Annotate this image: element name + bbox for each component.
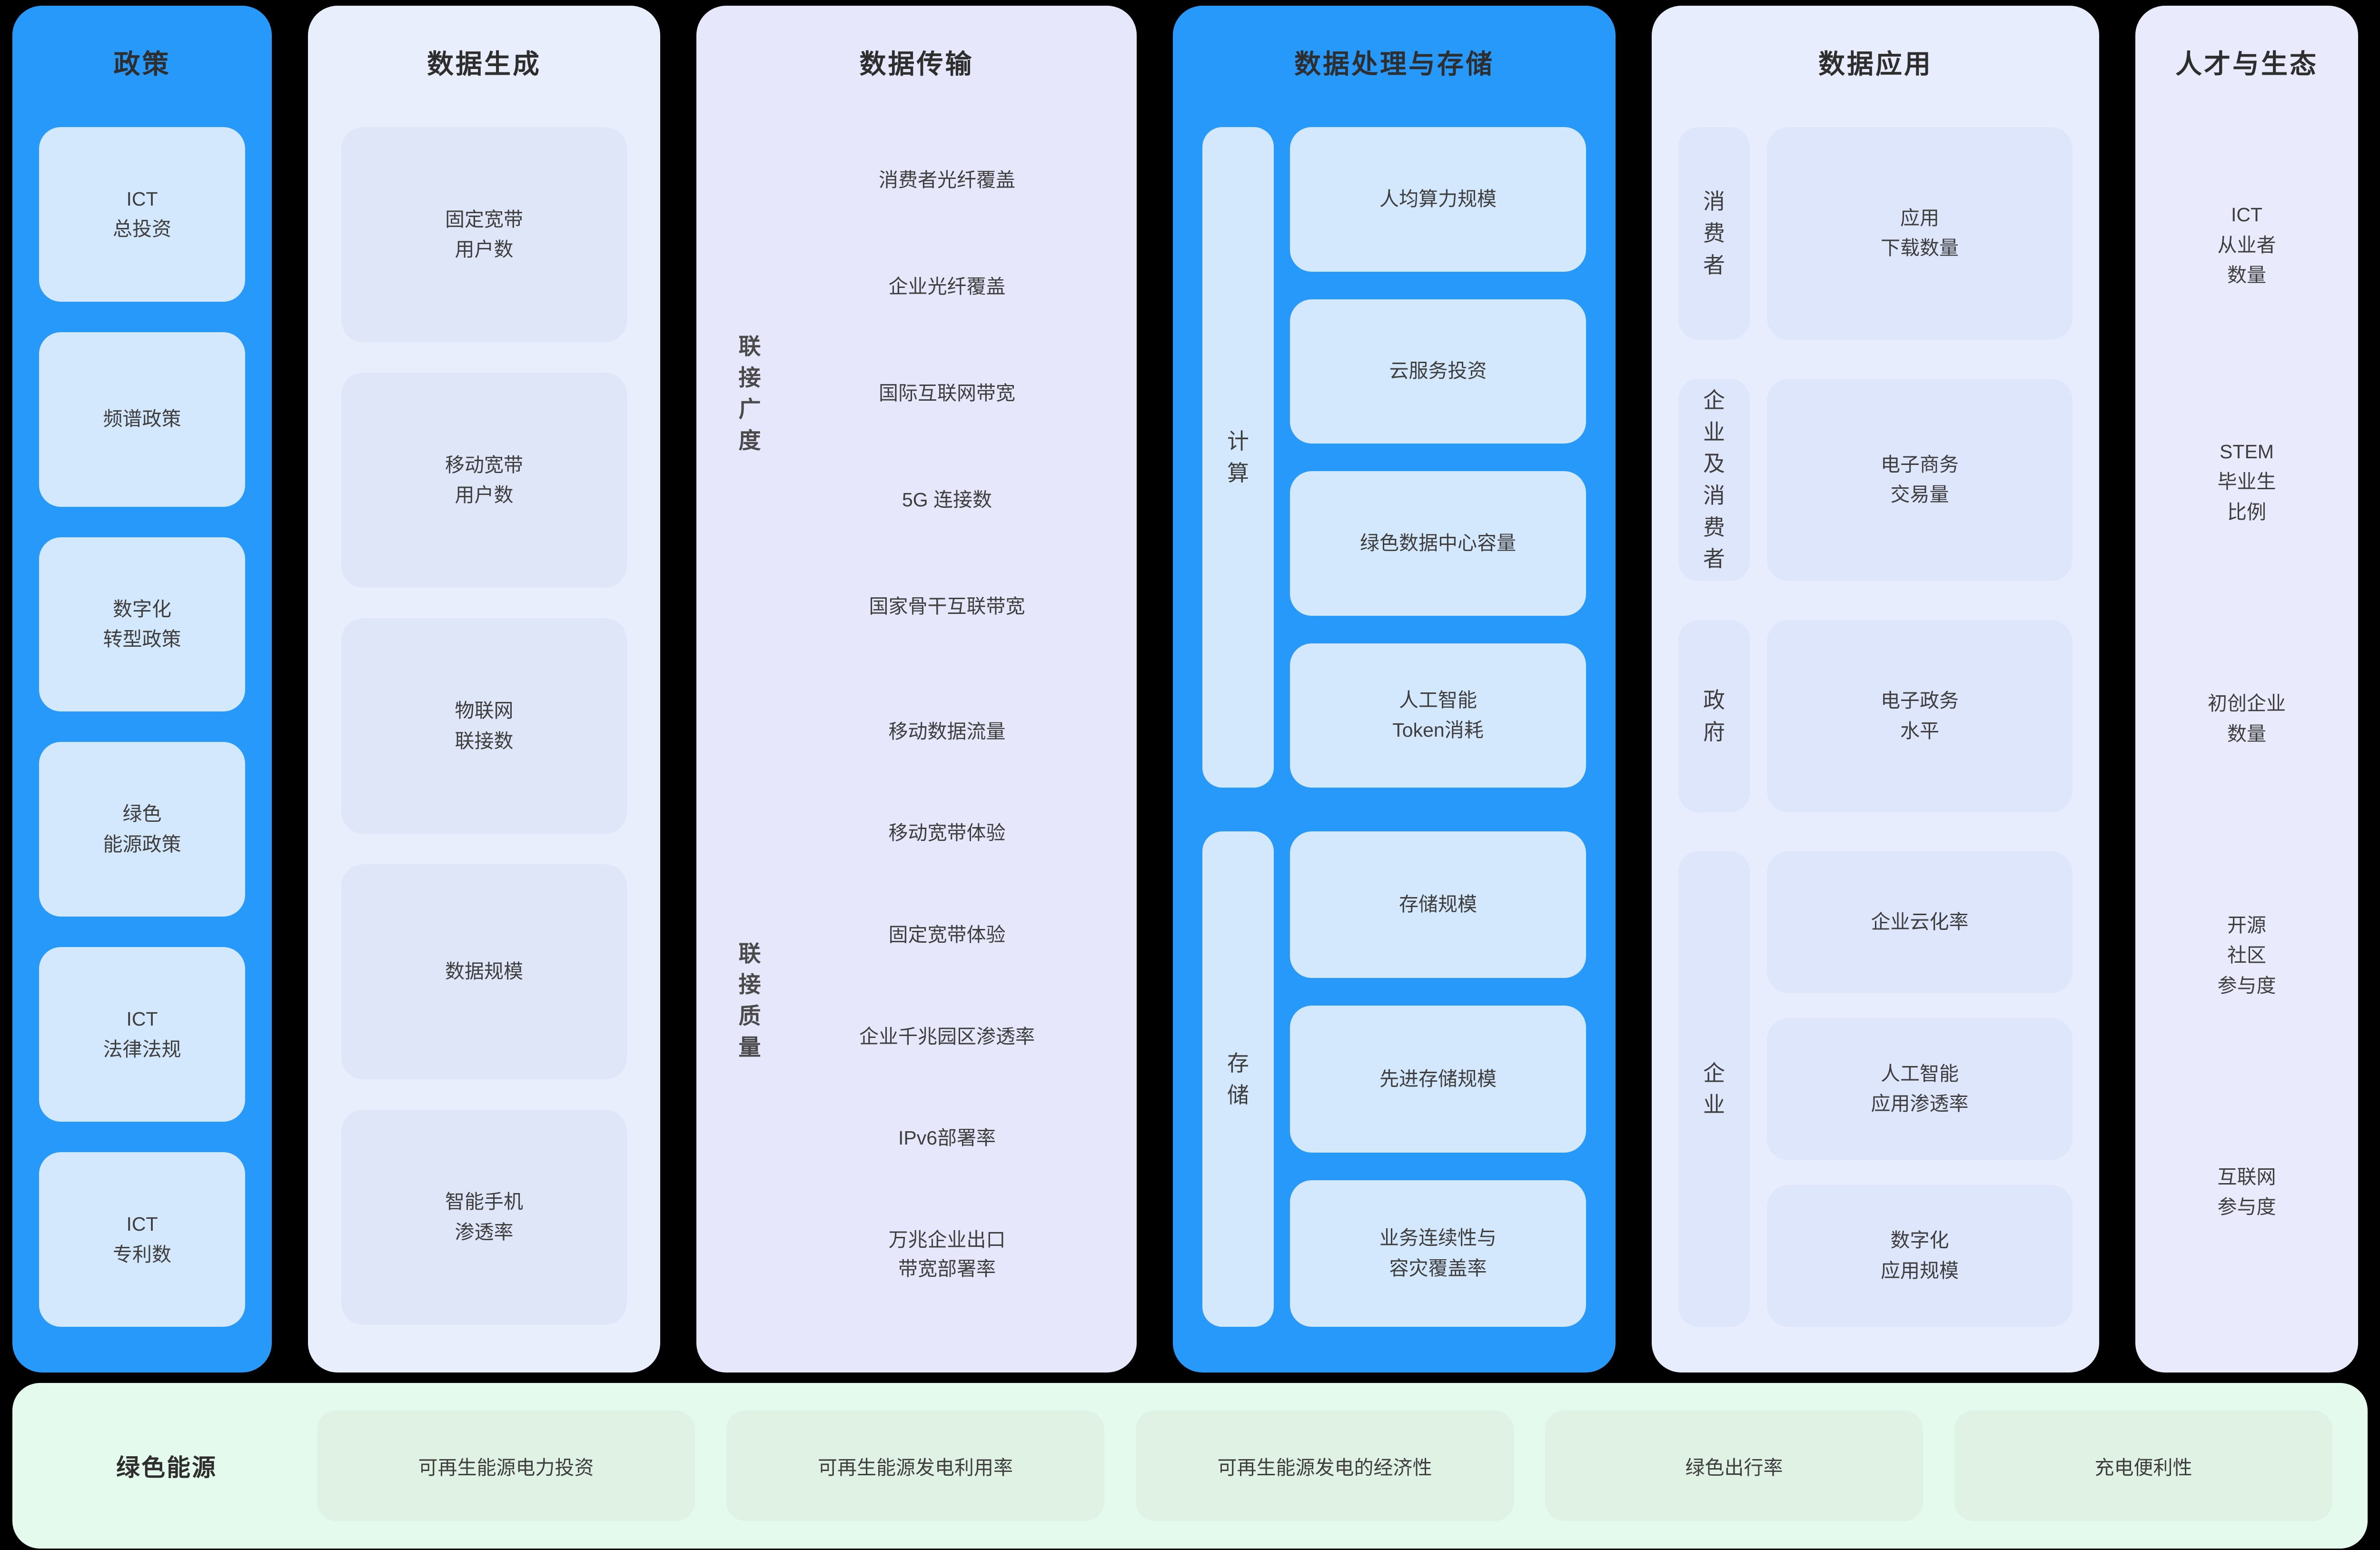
indicator-item: 国家骨干互联带宽 [869,595,1025,617]
indicator-card: 绿色数据中心容量 [1290,471,1586,616]
indicator-card: 应用 下载数量 [1767,127,2073,340]
indicator-card: 电子政务 水平 [1767,620,2073,812]
row-label-enterprise: 企 业 [1678,851,1750,1327]
indicator-item: ICT 从业者 数量 [2217,204,2276,286]
row-label-consumer: 消 费 者 [1678,127,1750,340]
row-government: 政 府 电子政务 水平 [1678,620,2073,812]
indicator-card: 移动宽带 用户数 [341,373,627,588]
government-cards: 电子政务 水平 [1767,620,2073,812]
green-energy-label: 绿色能源 [116,1454,217,1481]
column-data-processing-storage-title: 数据处理与存储 [1294,49,1494,79]
group-connection-breadth: 联 接 广 度 消费者光纤覆盖 企业光纤覆盖 国际互联网带宽 5G 连接数 国家… [719,127,1114,660]
indicator-card: ICT 专利数 [39,1152,245,1327]
indicator-item: 消费者光纤覆盖 [879,169,1015,191]
indicator-card: 业务连续性与 容灾覆盖率 [1290,1180,1586,1327]
connection-breadth-items: 消费者光纤覆盖 企业光纤覆盖 国际互联网带宽 5G 连接数 国家骨干互联带宽 [780,127,1114,660]
column-data-generation: 数据生成 固定宽带 用户数 移动宽带 用户数 物联网 联接数 数据规模 智能手机… [308,6,660,1372]
indicator-card: 物联网 联接数 [341,618,627,834]
indicator-card: 企业云化率 [1767,851,2073,994]
group-label-compute: 计 算 [1202,127,1274,788]
indicator-card: 绿色 能源政策 [39,742,245,917]
green-energy-bar: 绿色能源 可再生能源电力投资 可再生能源发电利用率 可再生能源发电的经济性 绿色… [12,1383,2368,1549]
column-data-transmission-title: 数据传输 [859,49,974,79]
row-enterprise-and-consumer: 企 业 及 消 费 者 电子商务 交易量 [1678,378,2073,581]
group-label-storage: 存 储 [1202,831,1274,1327]
row-label-enterprise-and-consumer: 企 业 及 消 费 者 [1678,378,1750,581]
indicator-card: 人均算力规模 [1290,127,1586,272]
row-consumer: 消 费 者 应用 下载数量 [1678,127,2073,340]
group-compute: 计 算 人均算力规模 云服务投资 绿色数据中心容量 人工智能 Token消耗 [1202,127,1586,788]
indicator-card: 电子商务 交易量 [1767,378,2073,581]
indicator-item: 企业光纤覆盖 [888,276,1006,298]
group-connection-quality: 联 接 质 量 移动数据流量 移动宽带体验 固定宽带体验 企业千兆园区渗透率 I… [719,681,1114,1320]
group-storage: 存 储 存储规模 先进存储规模 业务连续性与 容灾覆盖率 [1202,831,1586,1327]
talent-items: ICT 从业者 数量 STEM 毕业生 比例 初创企业 数量 开源 社区 参与度… [2148,127,2346,1311]
indicator-card: ICT 总投资 [39,127,245,302]
connection-quality-items: 移动数据流量 移动宽带体验 固定宽带体验 企业千兆园区渗透率 IPv6部署率 万… [780,681,1114,1320]
column-policy-title: 政策 [113,49,171,79]
column-policy: 政策 ICT 总投资 频谱政策 数字化 转型政策 绿色 能源政策 ICT 法律法… [12,6,272,1372]
indicator-card: 固定宽带 用户数 [341,127,627,343]
indicator-card: 绿色出行率 [1545,1411,1923,1521]
column-data-generation-title: 数据生成 [427,49,541,79]
processing-groups: 计 算 人均算力规模 云服务投资 绿色数据中心容量 人工智能 Token消耗 存… [1202,127,1586,1327]
consumer-cards: 应用 下载数量 [1767,127,2073,340]
indicator-item: IPv6部署率 [898,1127,996,1149]
indicator-card: 频谱政策 [39,332,245,507]
indicator-card: ICT 法律法规 [39,947,245,1122]
indicator-item: 固定宽带体验 [888,923,1006,946]
group-label-connection-breadth: 联 接 广 度 [738,334,761,453]
generation-cards: 固定宽带 用户数 移动宽带 用户数 物联网 联接数 数据规模 智能手机 渗透率 [341,127,627,1325]
indicator-item: 5G 连接数 [902,488,992,511]
indicator-card: 人工智能 应用渗透率 [1767,1018,2073,1160]
indicator-item: 万兆企业出口 带宽部署率 [888,1228,1006,1280]
indicator-card: 数字化 转型政策 [39,537,245,712]
indicator-item: 移动数据流量 [888,720,1006,742]
column-data-application: 数据应用 消 费 者 应用 下载数量 企 业 及 消 费 者 电子商务 交易量 … [1652,6,2099,1372]
transmission-groups: 联 接 广 度 消费者光纤覆盖 企业光纤覆盖 国际互联网带宽 5G 连接数 国家… [719,127,1114,1320]
indicator-item: 企业千兆园区渗透率 [859,1025,1035,1047]
enterprise-consumer-cards: 电子商务 交易量 [1767,378,2073,581]
indicator-card: 数据规模 [341,864,627,1079]
row-enterprise: 企 业 企业云化率 人工智能 应用渗透率 数字化 应用规模 [1678,851,2073,1327]
compute-cards: 人均算力规模 云服务投资 绿色数据中心容量 人工智能 Token消耗 [1290,127,1586,788]
policy-cards: ICT 总投资 频谱政策 数字化 转型政策 绿色 能源政策 ICT 法律法规 I… [39,127,245,1327]
indicator-item: 初创企业 数量 [2208,692,2286,745]
indicator-card: 可再生能源电力投资 [317,1411,695,1521]
indicator-card: 可再生能源发电利用率 [726,1411,1104,1521]
indicator-item: 开源 社区 参与度 [2217,914,2276,997]
column-data-processing-storage: 数据处理与存储 计 算 人均算力规模 云服务投资 绿色数据中心容量 人工智能 T… [1173,6,1616,1372]
indicator-item: 移动宽带体验 [888,822,1006,844]
enterprise-cards: 企业云化率 人工智能 应用渗透率 数字化 应用规模 [1767,851,2073,1327]
indicator-item: 互联网 参与度 [2217,1165,2276,1218]
indicator-card: 智能手机 渗透率 [341,1109,627,1325]
indicator-item: STEM 毕业生 比例 [2217,440,2276,523]
column-data-application-title: 数据应用 [1818,49,1933,79]
application-rows: 消 费 者 应用 下载数量 企 业 及 消 费 者 电子商务 交易量 政 府 电… [1678,127,2073,1327]
column-data-transmission: 数据传输 联 接 广 度 消费者光纤覆盖 企业光纤覆盖 国际互联网带宽 5G 连… [696,6,1137,1372]
indicator-card: 充电便利性 [1954,1411,2332,1521]
indicator-card: 云服务投资 [1290,299,1586,444]
indicator-card: 存储规模 [1290,831,1586,978]
indicator-card: 可再生能源发电的经济性 [1136,1411,1514,1521]
indicator-card: 先进存储规模 [1290,1006,1586,1153]
indicator-card: 人工智能 Token消耗 [1290,643,1586,788]
columns-row: 政策 ICT 总投资 频谱政策 数字化 转型政策 绿色 能源政策 ICT 法律法… [12,6,2368,1372]
storage-cards: 存储规模 先进存储规模 业务连续性与 容灾覆盖率 [1290,831,1586,1327]
indicator-card: 数字化 应用规模 [1767,1185,2073,1327]
group-label-connection-quality: 联 接 质 量 [738,940,761,1060]
column-talent-ecosystem-title: 人才与生态 [2175,49,2318,79]
row-label-government: 政 府 [1678,620,1750,812]
indicator-item: 国际互联网带宽 [879,382,1015,405]
column-talent-ecosystem: 人才与生态 ICT 从业者 数量 STEM 毕业生 比例 初创企业 数量 开源 … [2135,6,2358,1372]
